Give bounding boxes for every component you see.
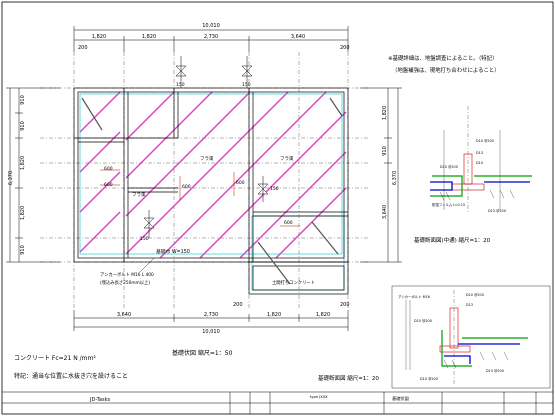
detail-label-9: D13 [466,303,473,307]
corner-dim-2: 200 [340,45,350,51]
left-dim-4: 1,820 [20,206,26,220]
special-note: 特記：通当な位置に水抜き穴を設けること [14,372,128,380]
right-dim-2: 910 [382,146,388,156]
corner-dim-1: 200 [78,45,88,51]
grid-axes [40,52,370,310]
vent-label-4: 150 [270,186,279,192]
detail-label-11: D13 @200 [486,369,504,373]
small-dim-3: 600 [182,184,191,190]
ground-concrete-note: 土間打ちコンクリート [272,279,315,286]
top-dim-4: 3,640 [291,34,305,40]
detail-2-title: 基礎断面図 縮尺=1：20 [318,374,379,382]
small-dim-4: 600 [236,180,245,186]
overall-dim-bottom: 10,010 [202,329,220,335]
top-dim-3: 2,730 [204,34,218,40]
detail-2-drawing [391,285,551,389]
vent-2 [241,56,253,88]
bottom-dim-2: 2,730 [204,312,218,318]
left-dim-1: 910 [20,95,26,105]
small-dim-texts: 600 600 600 600 600 [104,166,293,226]
top-dim-1: 1,820 [92,34,106,40]
small-dim-5: 600 [284,220,293,226]
slab-label-3: フラ束 [132,192,146,198]
title-block [2,391,553,414]
slab-label-2: フラ束 [280,156,294,162]
right-dim-1: 1,820 [382,106,388,120]
anchor-embed-note: (埋込み長さ250mm以上) [100,279,150,286]
right-dim-3: 3,640 [382,205,388,219]
vent-label-1: 150 [176,82,185,88]
left-dim-2: 910 [20,121,26,131]
bottom-dim-1: 3,640 [117,312,131,318]
right-note-1: ※基礎詳細は、地盤調査によること。（特記） [388,54,497,62]
footing-width-label: 基礎巾 W=150 [156,248,190,255]
detail-label-5: 防湿フィルム t=0.15 [432,202,465,207]
detail-1-drawing [430,106,532,212]
vent-4 [257,176,269,202]
slab-label-1: フラ束 [200,156,214,162]
small-dim-1: 600 [104,166,113,172]
vent-1 [175,56,187,88]
anchor-leader [139,257,155,273]
detail-label-12: D10 @200 [420,377,438,381]
concrete-note: コンクリート Fc=21 N /mm² [14,355,96,362]
company-name: JD-Tasks [89,397,110,403]
left-dim-5: 910 [20,245,26,255]
overall-dim-top: 10,010 [202,23,220,29]
right-note-2: （地盤補強は、現地打ち合わせによること） [392,66,500,74]
room-markers [100,169,300,227]
detail-label-7: アンカーボルト M16 [398,294,430,299]
bottom-dim-4: 1,820 [316,312,330,318]
small-dim-2: 600 [104,182,113,188]
vent-label-3: 150 [140,236,149,242]
detail-label-6: D13 @200 [488,209,506,213]
left-overall-dim: 6,370 [8,171,14,185]
detail-label-3: D10 [476,161,483,165]
detail-label-2: D13 [476,151,483,155]
corner-dim-3: 200 [233,302,243,308]
vent-label-2: 150 [242,82,251,88]
left-dim-3: 1,820 [20,156,26,170]
vent-symbols [143,56,269,238]
detail-label-8: D10 @200 [466,293,484,297]
bottom-dim-3: 1,820 [267,312,281,318]
right-overall-dim: 6,370 [392,171,398,185]
vent-3 [143,210,155,238]
type-label: type JXXX [310,395,328,399]
corner-bracing [81,97,343,285]
detail-label-10: D10 @200 [414,319,432,323]
plan-title: 基礎伏図 縮尺=1：50 [172,349,233,357]
detail-1-title: 基礎断面図(中通) 縮尺=1：20 [414,236,491,244]
top-dim-2: 1,820 [142,34,156,40]
foundation-walls [73,87,349,295]
inner-slab-edge [79,93,345,291]
detail-label-1: D10 @200 [476,139,494,143]
anchor-bolt-note: アンカーボルト M16 L 400 [100,271,154,278]
slab-hatching [79,91,347,259]
corner-dim-4: 200 [340,302,350,308]
detail-label-4: D10 @200 [440,165,458,169]
drawing-name: 基礎伏図 [392,395,409,402]
plan-dimensions [6,26,402,331]
